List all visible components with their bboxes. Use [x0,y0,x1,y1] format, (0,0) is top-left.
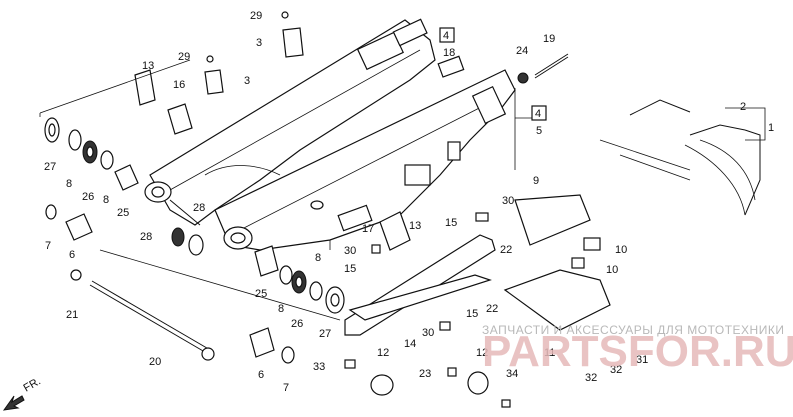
left-parts [44,69,215,361]
label-8: 8 [66,178,72,190]
label-17: 17 [362,223,374,235]
label-22: 22 [486,303,498,315]
leader-lines [39,59,766,321]
part-labels: 29 3 29 3 13 16 4 18 24 19 4 5 2 1 27 8 … [44,10,774,394]
label-12: 12 [476,347,488,359]
label-31: 31 [636,354,648,366]
label-24: 24 [516,45,528,57]
label-34: 34 [506,368,518,380]
upper-right-parts [204,11,569,331]
label-19: 19 [543,33,555,45]
label-27: 27 [319,328,331,340]
label-4: 4 [443,30,449,42]
label-20: 20 [149,356,161,368]
label-25: 25 [255,288,267,300]
label-8: 8 [315,252,321,264]
label-25: 25 [117,207,129,219]
label-12: 12 [377,347,389,359]
label-10: 10 [606,264,618,276]
label-22: 22 [500,244,512,256]
label-29: 29 [178,51,190,63]
label-33: 33 [313,361,325,373]
label-18: 18 [443,47,455,59]
label-26: 26 [291,318,303,330]
label-23: 23 [419,368,431,380]
watermark-text: ЗАПЧАСТИ И АКСЕССУАРЫ ДЛЯ МОТОТЕХНИКИ [482,323,784,337]
label-14: 14 [404,338,416,350]
label-1: 1 [768,122,774,134]
label-28: 28 [193,202,205,214]
label-7: 7 [45,240,51,252]
label-4: 4 [535,108,541,120]
label-5: 5 [536,125,542,137]
label-10: 10 [615,244,627,256]
label-15: 15 [445,217,457,229]
watermark: ЗАПЧАСТИ И АКСЕССУАРЫ ДЛЯ МОТОТЕХНИКИ PA… [482,323,793,376]
label-3: 3 [256,37,262,49]
label-6: 6 [258,369,264,381]
label-16: 16 [173,79,185,91]
label-11: 11 [544,347,555,359]
label-15: 15 [344,263,356,275]
label-30: 30 [502,195,514,207]
drive-chain [599,99,761,216]
label-26: 26 [82,191,94,203]
label-32: 32 [610,364,622,376]
label-29: 29 [250,10,262,22]
label-27: 27 [44,161,56,173]
chain-slider [344,194,611,336]
label-30: 30 [344,245,356,257]
label-13: 13 [142,60,154,72]
label-13: 13 [409,220,421,232]
label-7: 7 [283,382,289,394]
lower-parts [249,245,511,408]
swingarm [144,18,516,251]
label-32: 32 [585,372,597,384]
front-direction-arrow: FR. [2,375,43,411]
label-15: 15 [466,308,478,320]
label-21: 21 [66,309,78,321]
front-label: FR. [22,375,43,394]
label-2: 2 [740,101,746,113]
watermark-logo: PARTSFOR.RU [482,327,793,376]
label-6: 6 [69,249,75,261]
label-8: 8 [103,194,109,206]
label-9: 9 [533,175,539,187]
label-3: 3 [244,75,250,87]
label-8: 8 [278,303,284,315]
label-28: 28 [140,231,152,243]
label-30: 30 [422,327,434,339]
